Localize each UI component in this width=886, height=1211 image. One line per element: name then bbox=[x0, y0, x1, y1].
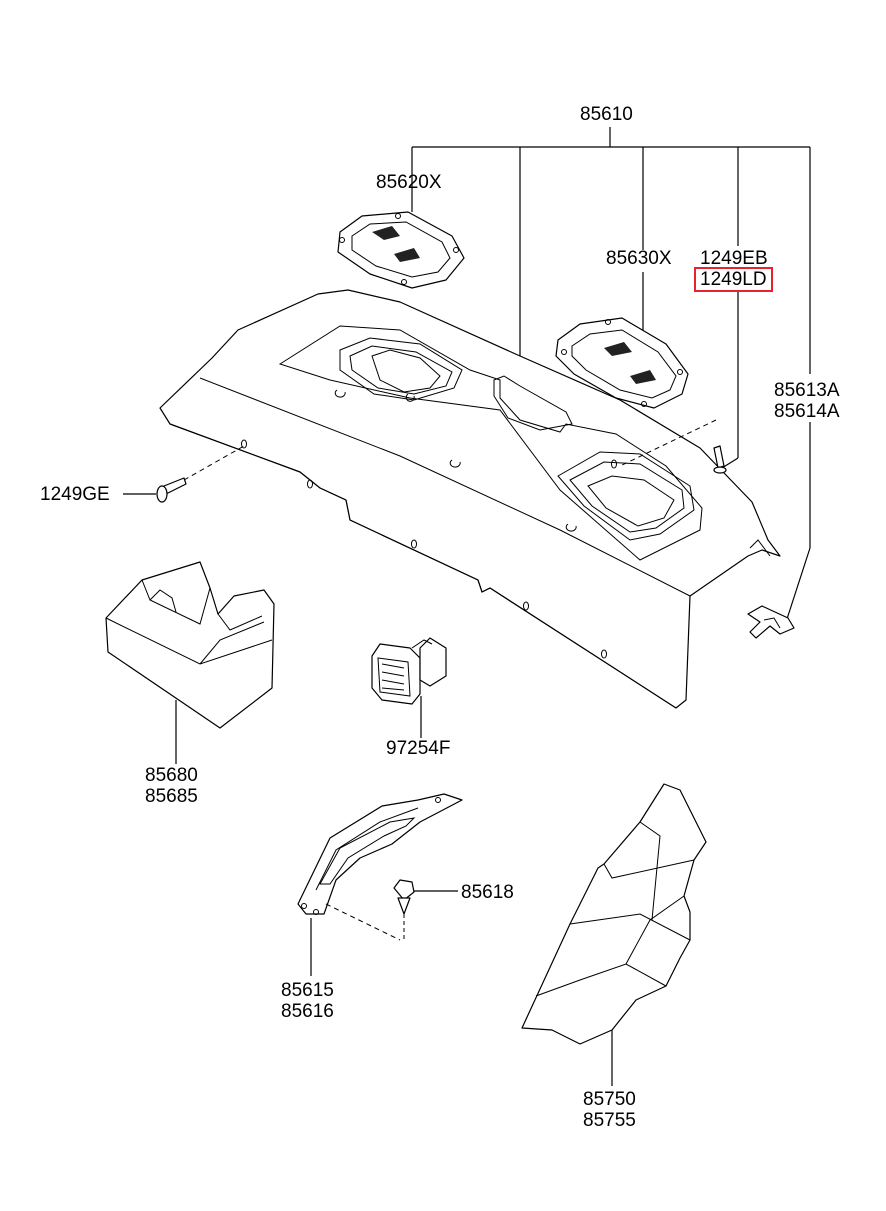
label-1249ge: 1249GE bbox=[40, 484, 110, 505]
label-85610: 85610 bbox=[580, 104, 633, 125]
label-85614a: 85614A bbox=[774, 401, 840, 422]
clip-85618 bbox=[393, 879, 458, 940]
label-85680: 85680 bbox=[145, 765, 198, 786]
label-85620x: 85620X bbox=[376, 172, 442, 193]
label-85613a: 85613A bbox=[774, 380, 840, 401]
label-85616: 85616 bbox=[281, 1001, 334, 1022]
screw-1249ld bbox=[619, 292, 739, 474]
speaker-cover-85630x bbox=[555, 272, 689, 409]
grommet-97254f bbox=[371, 637, 447, 738]
bracket-85615 bbox=[297, 793, 463, 976]
label-85685: 85685 bbox=[145, 786, 198, 807]
screw-1249ge bbox=[123, 445, 245, 503]
clip-85613a bbox=[747, 422, 811, 639]
package-tray bbox=[159, 289, 781, 709]
bracket-85680 bbox=[105, 561, 275, 764]
label-1249ld-highlighted: 1249LD bbox=[694, 267, 773, 292]
label-85755: 85755 bbox=[583, 1110, 636, 1131]
trim-85750 bbox=[521, 783, 707, 1086]
label-85750: 85750 bbox=[583, 1089, 636, 1110]
label-97254f: 97254F bbox=[386, 738, 451, 759]
label-1249eb: 1249EB bbox=[700, 248, 768, 269]
speaker-cover-85620x bbox=[337, 211, 465, 289]
leader-85610 bbox=[411, 127, 811, 374]
label-85615: 85615 bbox=[281, 980, 334, 1001]
label-85618: 85618 bbox=[461, 882, 514, 903]
label-85630x: 85630X bbox=[606, 248, 672, 269]
